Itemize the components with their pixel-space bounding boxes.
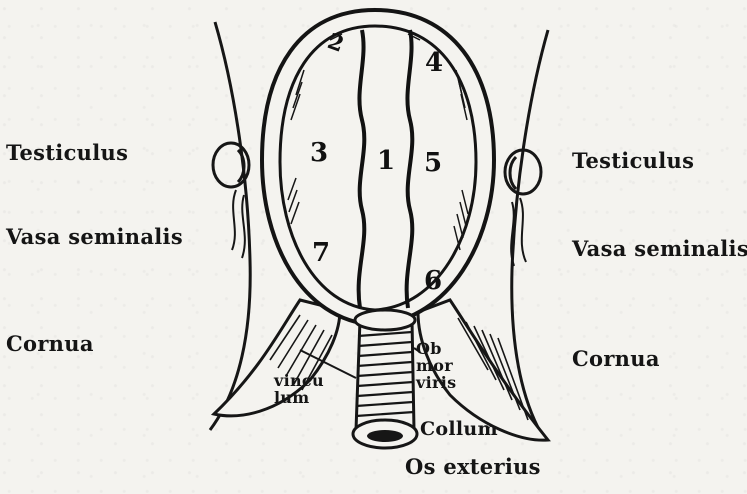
label-os-exterius: Os exterius xyxy=(405,454,541,479)
cell-number-5: 5 xyxy=(424,148,442,178)
cell-number-6: 6 xyxy=(424,266,442,296)
label-vasa-seminalis-right: Vasa seminalis xyxy=(572,236,747,261)
label-cornua-right: Cornua xyxy=(572,346,660,371)
label-vinculum-line2: lum xyxy=(274,389,324,406)
label-vinculum-line1: vincu xyxy=(274,372,324,389)
label-vasa-seminalis-left: Vasa seminalis xyxy=(6,224,183,249)
cell-number-7: 7 xyxy=(312,238,330,268)
label-ob-mor-viris: Ob mor viris xyxy=(416,340,486,391)
cell-number-1: 1 xyxy=(377,146,395,176)
label-ob-mor-line1: Ob xyxy=(416,340,486,357)
internal-os xyxy=(355,310,415,330)
label-ob-mor-line2: mor xyxy=(416,357,486,374)
testis-right-shape xyxy=(505,150,541,266)
label-vinculum: vincu lum xyxy=(274,372,324,406)
external-os-opening xyxy=(367,430,403,442)
label-testiculus-right: Testiculus xyxy=(572,148,694,173)
label-ob-mor-line3: viris xyxy=(416,374,486,391)
label-testiculus-left: Testiculus xyxy=(6,140,128,165)
outer-line-right xyxy=(512,30,548,440)
cell-number-4: 4 xyxy=(425,48,443,78)
testis-left-shape xyxy=(213,143,249,258)
cell-number-3: 3 xyxy=(310,138,328,168)
label-cornua-left: Cornua xyxy=(6,331,94,356)
label-collum: Collum xyxy=(420,418,498,440)
